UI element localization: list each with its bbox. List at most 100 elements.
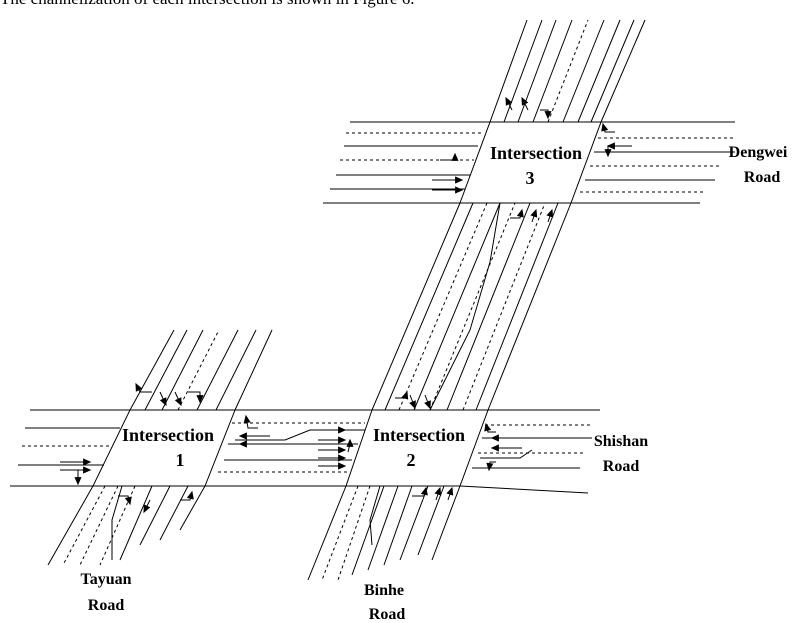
arrow-head bbox=[420, 486, 428, 496]
arrow-head bbox=[451, 152, 459, 161]
arrow-head bbox=[516, 208, 524, 218]
road-edge bbox=[517, 19, 557, 123]
road-edge bbox=[503, 19, 543, 123]
arrow-head bbox=[135, 382, 143, 392]
arrow-head bbox=[346, 438, 354, 447]
arrow-head bbox=[455, 176, 464, 184]
arrow-head bbox=[186, 490, 194, 500]
road-edge bbox=[600, 19, 646, 123]
arrow-head bbox=[486, 462, 494, 472]
tayuan-road-label: Tayuan bbox=[81, 571, 132, 588]
arrow-head bbox=[521, 96, 529, 106]
road-edge bbox=[562, 19, 605, 123]
lane-divider bbox=[398, 202, 488, 411]
dengwei-road-label: Dengwei bbox=[729, 144, 788, 161]
shishan-road-label-suffix: Road bbox=[603, 458, 640, 475]
road-edge bbox=[179, 485, 206, 531]
arrow-head bbox=[174, 397, 182, 407]
intersection-1-label: Intersection bbox=[122, 425, 214, 445]
lane-divider bbox=[337, 485, 371, 581]
arrow-head bbox=[505, 96, 513, 106]
arrow-head bbox=[490, 434, 499, 442]
binhe-road-label: Binhe bbox=[364, 582, 404, 599]
lane-divider bbox=[429, 202, 516, 411]
road-edge bbox=[383, 485, 413, 566]
arrow-head bbox=[74, 477, 82, 486]
arrow-head bbox=[338, 462, 347, 470]
arrow-head bbox=[338, 436, 347, 444]
arrow-head bbox=[143, 504, 151, 514]
median-line bbox=[235, 429, 365, 441]
dengwei-road-label-suffix: Road bbox=[744, 169, 781, 186]
arrow-head bbox=[530, 208, 538, 218]
arrow-head bbox=[401, 390, 409, 400]
road-edge bbox=[446, 202, 531, 411]
arrow-head bbox=[546, 208, 554, 218]
shishan-road-label: Shishan bbox=[594, 433, 648, 450]
road-edge bbox=[459, 485, 589, 494]
road-edge bbox=[47, 485, 94, 566]
lane-divider bbox=[62, 485, 106, 566]
arrow-head bbox=[83, 466, 92, 474]
road-edge bbox=[119, 485, 153, 561]
arrow-head bbox=[455, 186, 464, 194]
road-edge bbox=[577, 19, 621, 123]
road-edge bbox=[399, 485, 429, 561]
road-edge bbox=[417, 485, 445, 556]
arrow-head bbox=[238, 440, 247, 448]
median-line bbox=[429, 202, 501, 411]
road-edge bbox=[367, 485, 399, 571]
figure-caption: The channelization of each intersection … bbox=[0, 0, 415, 9]
arrow-head bbox=[124, 496, 132, 506]
lane-arrows bbox=[60, 96, 632, 514]
road-edge bbox=[532, 19, 573, 123]
arrow-head bbox=[424, 400, 431, 410]
intersection-1-box bbox=[92, 409, 236, 487]
road-edge bbox=[487, 202, 572, 411]
arrow-head bbox=[238, 432, 247, 440]
arrow-head bbox=[83, 458, 92, 466]
arrow-head bbox=[484, 422, 492, 432]
tayuan-road-label-suffix: Road bbox=[88, 597, 125, 614]
intersection-2-box bbox=[345, 409, 489, 487]
road-edge bbox=[489, 19, 528, 123]
arrow-head bbox=[338, 426, 347, 434]
road-edge bbox=[234, 329, 273, 411]
road-edge bbox=[139, 485, 171, 546]
road-edge bbox=[351, 485, 385, 576]
road-edge bbox=[384, 202, 474, 411]
arrow-head bbox=[243, 414, 251, 424]
intersection-3-label: Intersection bbox=[490, 143, 582, 163]
median-line bbox=[369, 485, 381, 546]
road-edge bbox=[215, 329, 257, 411]
road-edge bbox=[475, 202, 559, 411]
arrow-head bbox=[601, 122, 609, 132]
road-edge bbox=[371, 202, 461, 411]
lane-divider bbox=[321, 485, 359, 581]
road-edge bbox=[144, 329, 188, 411]
intersection-2-number: 2 bbox=[407, 450, 416, 470]
binhe-road-label-suffix: Road bbox=[369, 606, 406, 623]
road-edge bbox=[307, 485, 347, 581]
arrow-head bbox=[490, 444, 499, 452]
road-edge bbox=[161, 329, 204, 411]
lane-divider bbox=[177, 329, 220, 411]
arrow-head bbox=[544, 111, 552, 120]
arrow-head bbox=[338, 454, 347, 462]
road-edge bbox=[413, 202, 501, 411]
lane-divider bbox=[462, 202, 546, 411]
intersection-1-number: 1 bbox=[176, 450, 185, 470]
intersection-2-label: Intersection bbox=[373, 425, 465, 445]
arrow-head bbox=[434, 486, 442, 496]
intersection-3-number: 3 bbox=[526, 168, 535, 188]
road-edge bbox=[159, 485, 189, 541]
arrow-head bbox=[196, 395, 204, 404]
lane-divider bbox=[79, 485, 119, 566]
arrow-head bbox=[409, 400, 416, 410]
arrow-head bbox=[604, 149, 612, 158]
arrow-head bbox=[159, 397, 167, 407]
arrow-head bbox=[446, 486, 454, 496]
median-line bbox=[480, 449, 533, 459]
median-line bbox=[111, 485, 123, 560]
